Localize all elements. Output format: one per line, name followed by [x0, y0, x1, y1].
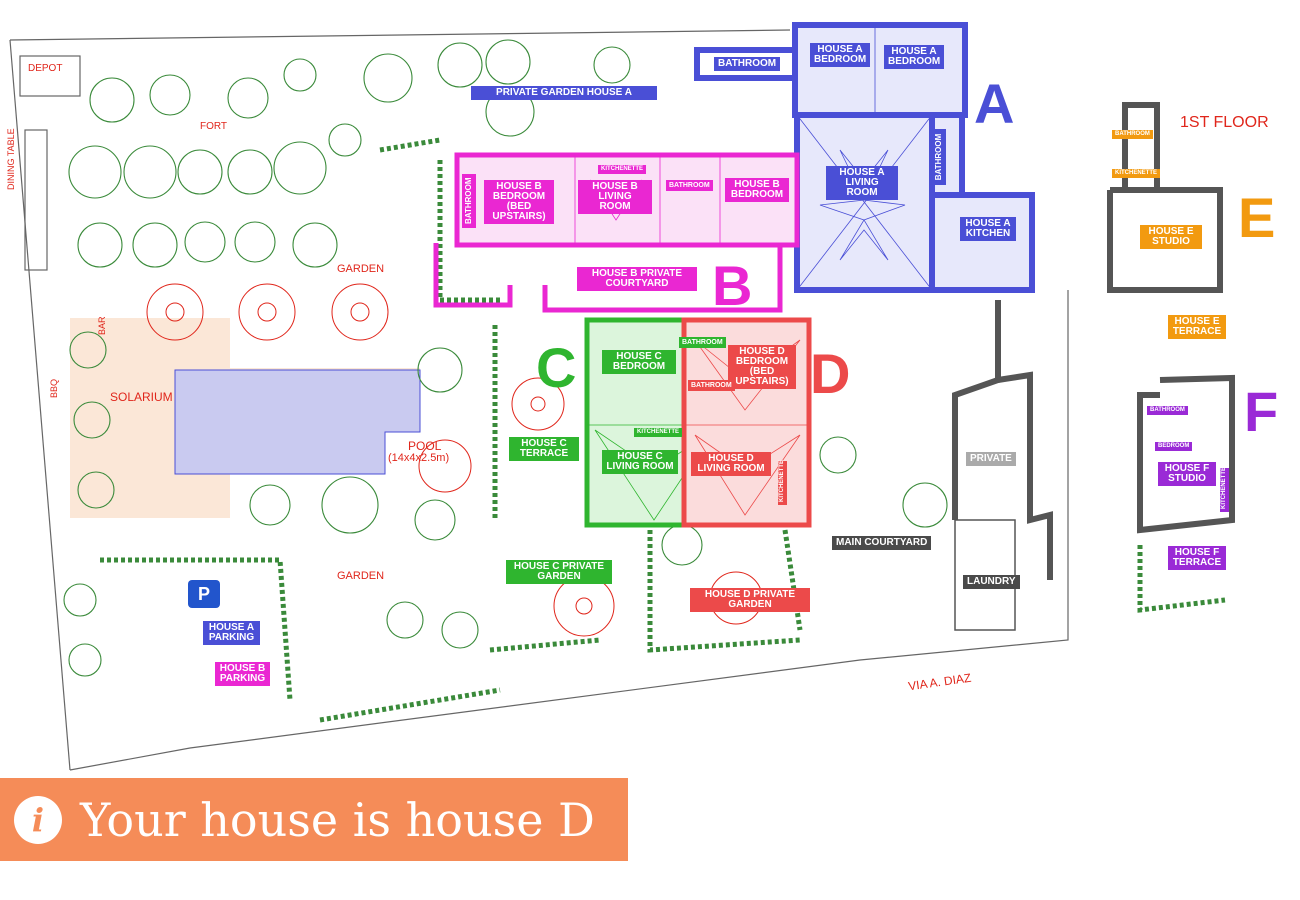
- house-b-parking-label: HOUSE B PARKING: [215, 662, 270, 686]
- house-f-letter: F: [1244, 380, 1279, 443]
- dining-table-label: DINING TABLE: [6, 128, 16, 190]
- right-wing-walls: [952, 300, 1053, 631]
- house-a-letter: A: [974, 72, 1015, 135]
- house-a-bathroom-vertical-label: BATHROOM: [932, 129, 946, 185]
- house-f-bathroom-label: BATHROOM: [1147, 406, 1188, 415]
- house-a-bedroom-1-label: HOUSE A BEDROOM: [810, 43, 870, 67]
- fort-label: FORT: [200, 121, 228, 132]
- house-b-bedroom-upstairs-label: HOUSE B BEDROOM (BED UPSTAIRS): [484, 180, 554, 224]
- garden-top-label: GARDEN: [337, 263, 385, 275]
- private-area-label: PRIVATE: [966, 452, 1016, 466]
- house-d-letter: D: [810, 342, 851, 405]
- house-c-letter: C: [536, 336, 577, 399]
- bar-label: BAR: [97, 316, 107, 335]
- house-a-living-room-label: HOUSE A LIVING ROOM: [826, 166, 898, 200]
- house-c-private-garden-label: HOUSE C PRIVATE GARDEN: [506, 560, 612, 584]
- house-c-bathroom-label: BATHROOM: [679, 337, 726, 348]
- bbq-label: BBQ: [49, 378, 59, 398]
- info-icon: i: [14, 795, 62, 844]
- house-f-terrace-label: HOUSE F TERRACE: [1168, 546, 1226, 570]
- first-floor-label: 1ST FLOOR: [1180, 114, 1269, 131]
- house-c-living-room-label: HOUSE C LIVING ROOM: [602, 450, 678, 474]
- house-a-parking-label: HOUSE A PARKING: [203, 621, 260, 645]
- house-d-bathroom-label: BATHROOM: [688, 380, 735, 391]
- first-floor-walls: [1107, 102, 1235, 534]
- house-e-studio-label: HOUSE E STUDIO: [1140, 225, 1202, 249]
- pool: [174, 369, 421, 475]
- main-courtyard-label: MAIN COURTYARD: [832, 536, 932, 550]
- house-b-private-courtyard-label: HOUSE B PRIVATE COURTYARD: [577, 267, 697, 291]
- house-e-terrace-label: HOUSE E TERRACE: [1168, 315, 1226, 339]
- house-c-kitchenette-label: KITCHENETTE: [634, 428, 682, 437]
- house-b-bathroom-label: BATHROOM: [666, 180, 713, 191]
- house-d-private-garden-label: HOUSE D PRIVATE GARDEN: [690, 588, 810, 612]
- banner-text: Your house is house D: [80, 792, 595, 847]
- house-b-bathroom-vertical-label: BATHROOM: [462, 174, 476, 228]
- house-f-kitchenette-label: KITCHENETTE: [1220, 467, 1229, 512]
- laundry-label: LAUNDRY: [963, 575, 1020, 589]
- house-c-terrace-label: HOUSE C TERRACE: [509, 437, 579, 461]
- house-d-living-room-label: HOUSE D LIVING ROOM: [691, 452, 771, 476]
- pool-dimensions-label: (14x4x2.5m): [388, 452, 450, 464]
- hedges: [100, 137, 1226, 723]
- site-plan: [9, 22, 1235, 771]
- house-a-kitchen-label: HOUSE A KITCHEN: [960, 217, 1016, 241]
- house-d-bedroom-label: HOUSE D BEDROOM (BED UPSTAIRS): [728, 345, 796, 389]
- house-e-kitchenette-label: KITCHENETTE: [1112, 169, 1160, 178]
- house-a-bathroom-label: BATHROOM: [714, 57, 781, 71]
- house-b-letter: B: [712, 254, 753, 317]
- site-boundary: [9, 29, 1069, 771]
- house-f-studio-label: HOUSE F STUDIO: [1158, 462, 1216, 486]
- house-b-bedroom-label: HOUSE B BEDROOM: [725, 178, 789, 202]
- depot-label: DEPOT: [28, 63, 63, 74]
- house-b-kitchenette-label: KITCHENETTE: [598, 165, 646, 174]
- house-notice-banner: i Your house is house D: [0, 778, 628, 861]
- house-a-bedroom-2-label: HOUSE A BEDROOM: [884, 45, 944, 69]
- house-e-bathroom-label: BATHROOM: [1112, 130, 1153, 139]
- house-f-bedroom-label: BEDROOM: [1155, 442, 1193, 451]
- house-a-private-garden-label: PRIVATE GARDEN HOUSE A: [471, 86, 657, 100]
- house-e-letter: E: [1238, 186, 1276, 249]
- house-c-bedroom-label: HOUSE C BEDROOM: [602, 350, 676, 374]
- solarium-label: SOLARIUM: [110, 390, 173, 404]
- tree-circles: [146, 283, 763, 637]
- pool-label: POOL: [408, 439, 442, 453]
- garden-bottom-label: GARDEN: [337, 570, 385, 582]
- house-d-kitchenette-label: KITCHENETTE: [778, 460, 787, 505]
- house-b-living-room-label: HOUSE B LIVING ROOM: [578, 180, 652, 214]
- parking-icon: P: [188, 580, 220, 608]
